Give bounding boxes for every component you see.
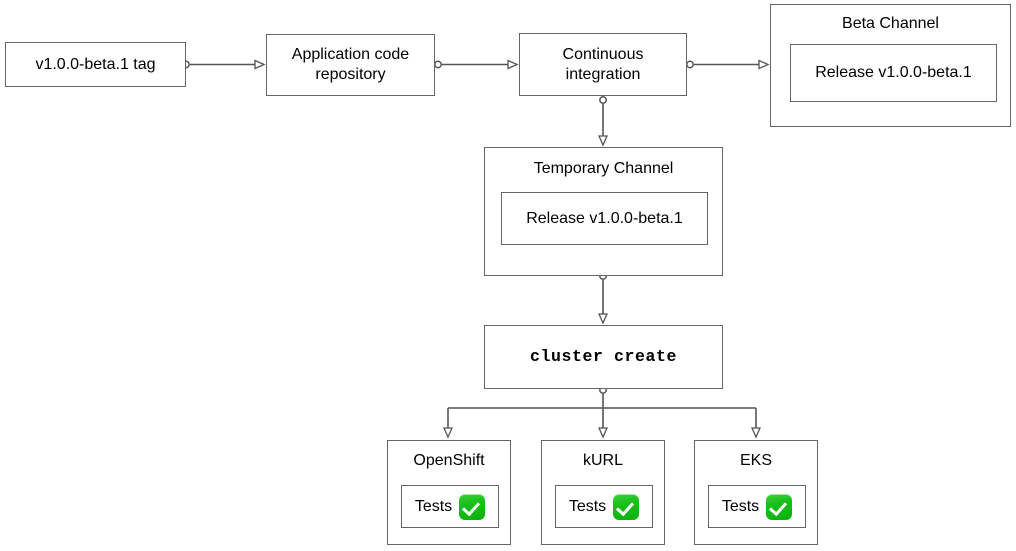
container-target-openshift[interactable]: OpenShift Tests [387, 440, 511, 545]
container-beta-channel[interactable]: Beta Channel Release v1.0.0-beta.1 [770, 4, 1011, 127]
container-temporary-channel-title: Temporary Channel [533, 160, 674, 177]
node-eks-tests-label: Tests [721, 497, 760, 515]
node-kurl-tests[interactable]: Tests [555, 485, 653, 528]
container-beta-channel-title: Beta Channel [842, 15, 939, 32]
node-cluster-create-label: cluster create [529, 346, 678, 366]
container-target-kurl[interactable]: kURL Tests [541, 440, 665, 545]
node-openshift-tests[interactable]: Tests [401, 485, 499, 528]
edge-source-dot-ci-right [686, 60, 694, 69]
node-beta-channel-release-label: Release v1.0.0-beta.1 [815, 64, 972, 81]
node-application-code-repository[interactable]: Application code repository [266, 34, 435, 96]
node-cluster-create[interactable]: cluster create [484, 325, 723, 389]
container-temporary-channel[interactable]: Temporary Channel Release v1.0.0-beta.1 [484, 147, 723, 276]
node-continuous-integration-label: Continuous integration [562, 45, 644, 83]
node-tag[interactable]: v1.0.0-beta.1 tag [5, 42, 186, 87]
node-beta-channel-release[interactable]: Release v1.0.0-beta.1 [790, 44, 997, 102]
edge-source-dot-ci-bottom [599, 96, 607, 104]
node-application-code-repository-label: Application code repository [291, 46, 410, 83]
check-mark-button-icon [459, 493, 486, 520]
node-tag-label: v1.0.0-beta.1 tag [35, 55, 156, 73]
node-openshift-tests-label: Tests [414, 497, 453, 515]
node-temporary-channel-release-label: Release v1.0.0-beta.1 [526, 209, 683, 227]
edge-source-dot-repo [434, 60, 442, 69]
container-target-eks[interactable]: EKS Tests [694, 440, 818, 545]
check-mark-button-icon [766, 493, 793, 520]
node-temporary-channel-release[interactable]: Release v1.0.0-beta.1 [501, 192, 708, 245]
check-mark-button-icon [613, 493, 640, 520]
node-eks-tests[interactable]: Tests [708, 485, 806, 528]
node-continuous-integration[interactable]: Continuous integration [519, 33, 687, 96]
container-target-eks-title: EKS [739, 452, 772, 469]
container-target-kurl-title: kURL [582, 452, 623, 469]
node-kurl-tests-label: Tests [568, 497, 607, 515]
container-target-openshift-title: OpenShift [413, 452, 485, 469]
